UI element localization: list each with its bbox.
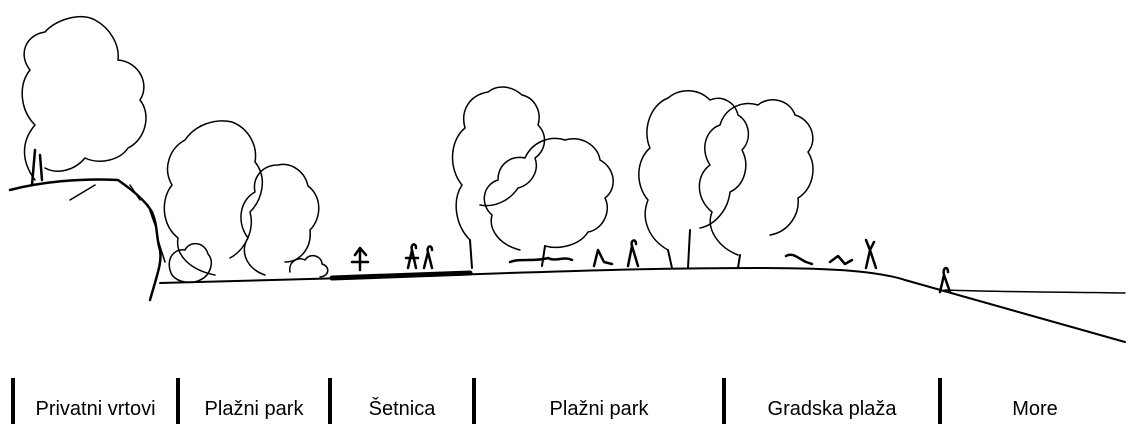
people [350,238,952,294]
tree-trunks [469,229,741,269]
zone-label-setnica: Šetnica [368,398,436,420]
zone-divider [11,378,15,424]
tree-4 [451,86,546,241]
zone-divider [472,378,476,424]
zone-label-gradska-plaza: Gradska plaža [767,398,897,420]
cliff [8,178,162,302]
sea-line [944,289,1126,294]
zone-label-more: More [1012,398,1058,420]
zone-label-privatni-vrtovi: Privatni vrtovi [35,398,156,420]
cliff-detail [69,184,166,263]
bush-2 [289,254,329,278]
promenade [329,270,473,281]
zone-label-plazni-park-1: Plažni park [204,398,304,420]
zone-label-plazni-park-2: Plažni park [549,398,649,420]
zone-divider [328,378,332,424]
bush-1 [168,242,212,284]
tree-7 [698,99,814,256]
tree-5 [483,137,614,251]
tree-1-trunk [30,148,44,187]
tree-3 [240,163,320,276]
tree-1 [21,16,147,181]
tree-6 [638,90,750,251]
coastal-section-sketch [8,16,1126,343]
ground-line [159,267,1126,343]
tree-2 [163,120,264,276]
zone-divider [722,378,726,424]
zone-divider [938,378,942,424]
zone-divider [176,378,180,424]
zone-legend: Privatni vrtovi Plažni park Šetnica Plaž… [0,378,1128,428]
